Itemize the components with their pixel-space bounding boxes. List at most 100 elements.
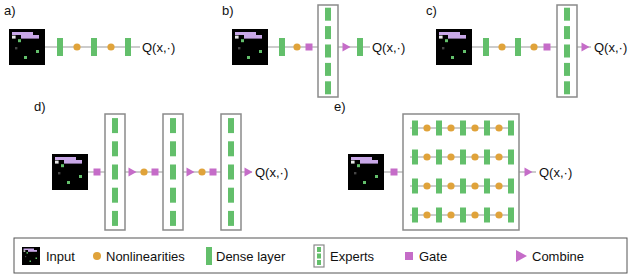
expert-dense-layer xyxy=(325,45,331,58)
gate-square xyxy=(391,169,398,176)
nonlinearity-dot xyxy=(447,124,454,131)
nonlinearity-dot xyxy=(293,43,300,50)
legend-experts-icon xyxy=(314,245,324,267)
input-pixels xyxy=(18,39,21,42)
nonlinearity-dot xyxy=(423,182,430,189)
nonlinearity-dot xyxy=(423,124,430,131)
dense-layer xyxy=(484,208,490,223)
legend-experts-icon xyxy=(317,260,321,265)
input-pixels xyxy=(238,47,240,49)
combine-triangle xyxy=(129,168,137,177)
input-pixels xyxy=(442,47,444,49)
panel-label: d) xyxy=(34,100,46,113)
expert-dense-layer xyxy=(325,63,331,76)
legend-text: Dense layer xyxy=(216,250,285,263)
nonlinearity-dot xyxy=(495,211,502,218)
legend-swatch xyxy=(93,252,101,260)
expert-dense-layer xyxy=(564,63,570,76)
combine-triangle xyxy=(582,43,590,52)
input-pixels xyxy=(354,172,356,174)
dense-layer xyxy=(57,38,63,56)
nonlinearity-dot xyxy=(107,43,114,50)
input-pixels xyxy=(448,35,466,39)
nonlinearity-dot xyxy=(447,153,454,160)
dense-layer xyxy=(484,121,490,136)
output-label: Q(x,·) xyxy=(539,166,572,179)
combine-triangle xyxy=(343,43,351,52)
input-pixels xyxy=(30,261,32,263)
expert-dense-layer xyxy=(170,118,176,133)
expert-dense-layer xyxy=(228,188,234,203)
expert-dense-layer xyxy=(112,141,118,156)
dense-layer xyxy=(412,150,418,165)
nonlinearity-dot xyxy=(471,211,478,218)
dense-layer xyxy=(460,121,466,136)
input-pixels xyxy=(36,50,39,53)
expert-dense-layer xyxy=(228,141,234,156)
nonlinearity-dot xyxy=(530,43,537,50)
input-pixels xyxy=(360,160,378,164)
nonlinearity-dot xyxy=(498,43,505,50)
dense-layer xyxy=(412,208,418,223)
expert-dense-layer xyxy=(112,118,118,133)
input-pixels xyxy=(55,157,76,160)
nonlinearity-dot xyxy=(495,182,502,189)
nonlinearity-dot xyxy=(198,168,205,175)
input-pixels xyxy=(363,181,366,184)
dense-layer xyxy=(412,121,418,136)
input-frame xyxy=(52,154,88,190)
input-pixels xyxy=(28,250,37,252)
combine-triangle xyxy=(245,168,253,177)
panel-label: b) xyxy=(222,4,234,17)
expert-dense-layer xyxy=(228,211,234,226)
input-frame xyxy=(232,29,268,65)
expert-dense-layer xyxy=(112,211,118,226)
input-pixels xyxy=(351,157,372,160)
experts-box xyxy=(318,5,338,97)
input-pixels xyxy=(439,32,460,35)
nonlinearity-dot xyxy=(447,211,454,218)
expert-dense-layer xyxy=(228,118,234,133)
legend-swatch xyxy=(405,252,413,260)
input-pixels xyxy=(259,50,262,53)
dense-layer xyxy=(279,38,285,56)
dense-layer xyxy=(508,179,514,194)
legend-swatch xyxy=(516,250,527,262)
gate-square xyxy=(152,169,159,176)
experts-box xyxy=(557,5,577,97)
nonlinearity-dot xyxy=(471,153,478,160)
expert-dense-layer xyxy=(170,165,176,180)
expert-dense-layer xyxy=(170,141,176,156)
output-label: Q(x,·) xyxy=(594,41,627,54)
gate-square xyxy=(544,44,551,51)
gate-square xyxy=(306,44,313,51)
input-pixels xyxy=(58,172,60,174)
nonlinearity-dot xyxy=(495,153,502,160)
input-pixels xyxy=(24,56,27,59)
nonlinearity-dot xyxy=(471,182,478,189)
output-label: Q(x,·) xyxy=(255,166,288,179)
gate-square xyxy=(210,169,217,176)
input-pixels xyxy=(64,160,82,164)
combine-triangle xyxy=(525,168,533,177)
nonlinearity-dot xyxy=(471,124,478,131)
expert-dense-layer xyxy=(325,81,331,94)
nonlinearity-dot xyxy=(447,182,454,189)
input-pixels xyxy=(12,32,33,35)
input-pixels xyxy=(247,56,250,59)
input-pixels xyxy=(235,32,256,35)
dense-layer xyxy=(436,121,442,136)
input-pixels xyxy=(24,250,26,252)
legend-swatch xyxy=(206,247,212,265)
legend-text: Input xyxy=(46,250,75,263)
input-pixels xyxy=(235,36,239,39)
dense-layer xyxy=(436,150,442,165)
experts-box xyxy=(403,114,519,230)
input-pixels xyxy=(21,35,39,39)
input-frame xyxy=(436,29,472,65)
expert-dense-layer xyxy=(325,8,331,21)
output-label: Q(x,·) xyxy=(372,41,405,54)
input-pixels xyxy=(15,47,17,49)
input-pixels xyxy=(24,249,35,251)
dense-layer xyxy=(483,38,489,56)
